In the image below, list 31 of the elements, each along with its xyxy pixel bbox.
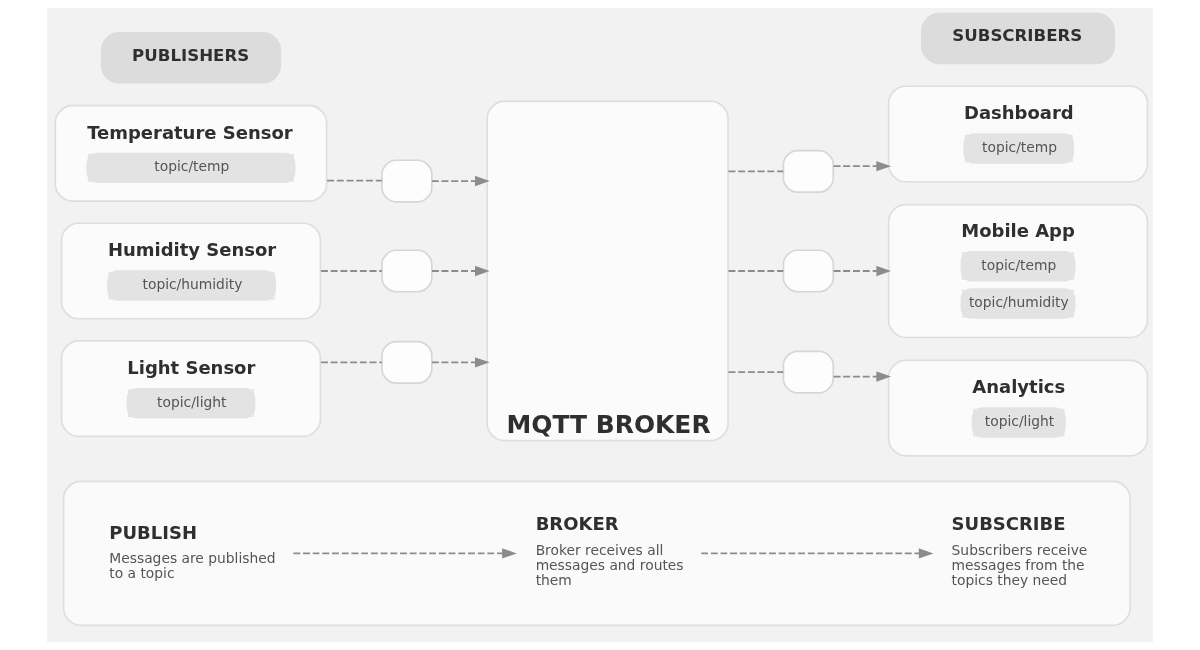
connector [320, 270, 383, 272]
arrow [431, 175, 490, 187]
connector [727, 170, 785, 173]
node-box: Humidity Sensor topic/humidity [60, 222, 322, 320]
cluster [62, 480, 1131, 627]
arrow [832, 161, 892, 172]
arrow [700, 548, 934, 559]
node-box: MQTT BROKER [486, 100, 729, 442]
node-text: BROKER Broker receives all messages and routes them [535, 513, 684, 589]
arrow [832, 371, 892, 382]
node-box [381, 340, 433, 384]
connector [727, 270, 785, 272]
node-box [381, 249, 433, 293]
node-box: Analytics topic/light [887, 359, 1149, 457]
connector [320, 361, 383, 364]
arrow [431, 265, 490, 277]
connector [727, 371, 785, 373]
node-text: SUBSCRIBE Subscribers receive messages from the topics they need [951, 513, 1088, 589]
node-box [782, 350, 835, 394]
node-box: Temperature Sensor topic/temp [54, 104, 328, 202]
node-box [381, 159, 433, 203]
node-box [782, 149, 835, 193]
node-box: Mobile App topic/temp topic/humidity [887, 203, 1149, 339]
node-box [782, 249, 835, 293]
connector [326, 179, 383, 182]
arrow [292, 548, 517, 559]
node-box: Light Sensor topic/light [60, 340, 322, 438]
arrow [832, 265, 892, 277]
node-text: PUBLISH Messages are published to a topic [109, 521, 276, 582]
node-box: Dashboard topic/temp [887, 85, 1149, 183]
arrow [431, 357, 490, 368]
